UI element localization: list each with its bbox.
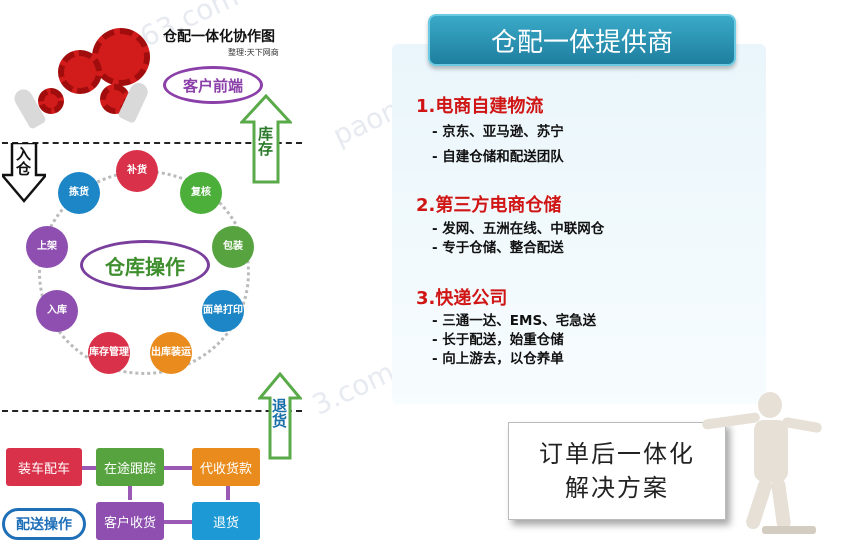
inventory-arrow-icon [240, 94, 292, 184]
provider-panel [392, 44, 766, 404]
cycle-node-picking: 拣货 [58, 172, 100, 214]
flow-in-transit-tracking: 在途跟踪 [96, 448, 164, 486]
flow-connector [82, 466, 96, 470]
inbound-label: 入仓 [14, 146, 32, 176]
section-item: - 自建仓储和配送团队 [432, 149, 564, 165]
section-item: - 京东、亚马逊、苏宁 [432, 124, 564, 140]
cycle-node-inventory-mgmt: 库存管理 [88, 332, 130, 374]
divider-top [2, 142, 302, 144]
solution-line-2: 解决方案 [565, 474, 669, 502]
diagram-subtitle: 整理:天下网商 [228, 48, 279, 57]
section-item: - 发网、五洲在线、中联网仓 [432, 221, 605, 237]
section-item: - 专于仓储、整合配送 [432, 240, 564, 256]
cycle-node-receiving: 入库 [36, 290, 78, 332]
cycle-node-shelving: 上架 [26, 226, 68, 268]
flow-return-goods: 退货 [192, 502, 260, 540]
cycle-node-replenish: 补货 [116, 150, 158, 192]
inventory-label: 库存 [256, 126, 274, 156]
section-item: - 长于配送，始重仓储 [432, 332, 564, 348]
cycle-node-packing: 包装 [212, 226, 254, 268]
cycle-node-outbound: 出库装运 [150, 332, 192, 374]
cycle-node-label-print: 面单打印 [202, 290, 244, 332]
flow-customer-receipt: 客户收货 [96, 502, 164, 540]
flow-cod: 代收货款 [192, 448, 260, 486]
warehouse-diagram: 仓配一体化协作图 整理:天下网商 客户前端 入仓 库存 退货 补货 复核 包装 … [0, 0, 302, 549]
returns-label: 退货 [270, 398, 288, 428]
flow-connector [128, 486, 132, 500]
flow-connector [164, 466, 192, 470]
solution-line-1: 订单后一体化 [539, 440, 695, 468]
flow-load-vehicle: 装车配车 [6, 448, 82, 486]
gear-icon [38, 88, 64, 114]
flow-connector [226, 486, 230, 500]
solution-box: 订单后一体化 解决方案 [508, 422, 726, 520]
dispatch-operation-label: 配送操作 [2, 508, 86, 540]
divider-bottom [2, 410, 302, 412]
gear-icon [58, 50, 102, 94]
panel-header: 仓配一体提供商 [428, 14, 736, 66]
section-title: 2.第三方电商仓储 [416, 195, 562, 216]
customer-front-end: 客户前端 [163, 66, 263, 104]
section-title: 3.快递公司 [416, 288, 508, 309]
warehouse-operation-center: 仓库操作 [80, 240, 210, 290]
returns-arrow-icon [258, 372, 302, 460]
section-title: 1.电商自建物流 [416, 96, 544, 117]
diagram-title: 仓配一体化协作图 [163, 29, 275, 45]
cycle-node-recheck: 复核 [180, 172, 222, 214]
inbound-arrow-icon [2, 143, 46, 203]
flow-connector [164, 520, 192, 524]
watermark: 3.com [307, 355, 400, 422]
section-item: - 向上游去，以仓养单 [432, 351, 564, 367]
section-item: - 三通一达、EMS、宅急送 [432, 313, 597, 329]
